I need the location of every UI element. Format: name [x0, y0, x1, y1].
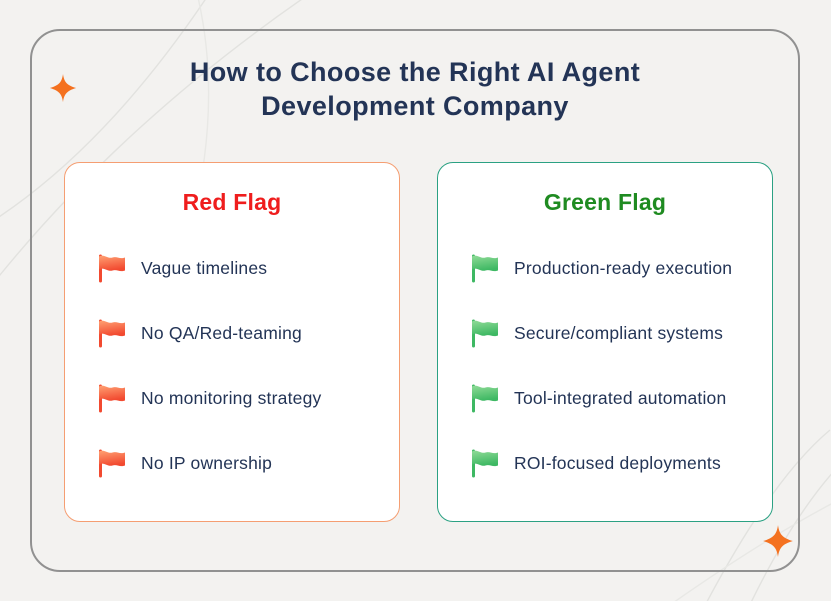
- green-flag-icon: [472, 449, 498, 478]
- green-flag-card-title: Green Flag: [543, 189, 667, 215]
- list-item-label: Tool-integrated automation: [514, 387, 727, 408]
- outer-frame: How to Choose the Right AI Agent Develop…: [30, 29, 800, 572]
- list-item: Secure/compliant systems: [468, 317, 772, 349]
- list-item: Production-ready execution: [468, 252, 772, 284]
- list-item-label: ROI-focused deployments: [514, 452, 721, 473]
- list-item: No monitoring strategy: [95, 382, 399, 414]
- list-item: Vague timelines: [95, 252, 399, 284]
- red-flag-icon: [99, 319, 125, 348]
- list-item-label: Vague timelines: [141, 257, 268, 278]
- green-flag-icon: [472, 254, 498, 283]
- red-flag-list: Vague timelines No QA/Red-teaming No mon…: [65, 252, 399, 512]
- list-item-label: Production-ready execution: [514, 257, 733, 278]
- list-item: No IP ownership: [95, 447, 399, 479]
- list-item-label: No IP ownership: [141, 452, 273, 473]
- red-flag-card-title: Red Flag: [182, 189, 282, 215]
- list-item-label: Secure/compliant systems: [514, 322, 724, 343]
- red-flag-icon: [99, 384, 125, 413]
- list-item: No QA/Red-teaming: [95, 317, 399, 349]
- title-line-1: How to Choose the Right AI Agent: [189, 57, 641, 87]
- list-item-label: No monitoring strategy: [141, 387, 322, 408]
- list-item: ROI-focused deployments: [468, 447, 772, 479]
- page-title: How to Choose the Right AI Agent Develop…: [32, 55, 798, 123]
- green-flag-list: Production-ready execution Secure/compli…: [438, 252, 772, 512]
- red-flag-icon: [99, 449, 125, 478]
- list-item-label: No QA/Red-teaming: [141, 322, 302, 343]
- green-flag-card: Green Flag Production-ready execution Se…: [437, 162, 773, 522]
- red-flag-card: Red Flag Vague timelines No QA/Red-teami…: [64, 162, 400, 522]
- list-item: Tool-integrated automation: [468, 382, 772, 414]
- title-line-2: Development Company: [261, 91, 569, 121]
- green-flag-icon: [472, 319, 498, 348]
- red-flag-icon: [99, 254, 125, 283]
- green-flag-icon: [472, 384, 498, 413]
